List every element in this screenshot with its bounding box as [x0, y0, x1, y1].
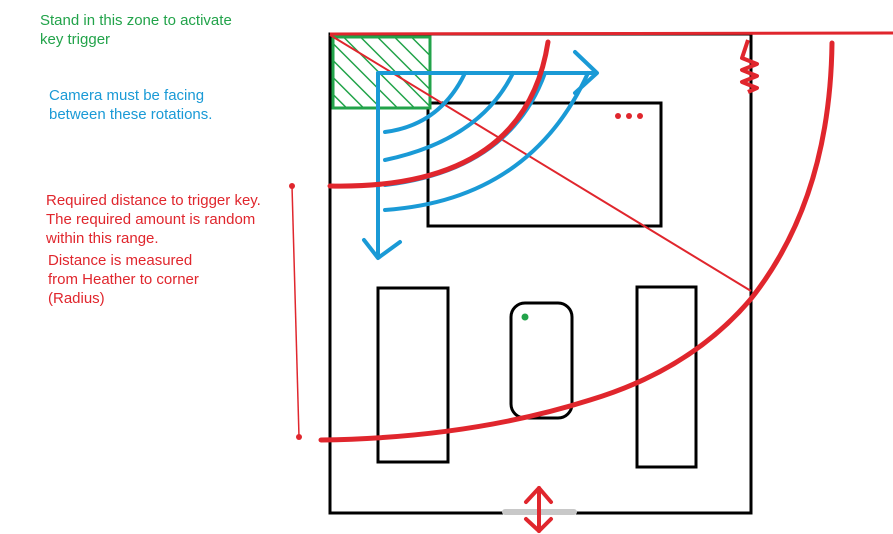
camera-rotation-arcs — [362, 50, 599, 260]
center-object — [509, 301, 574, 420]
item-dots — [615, 113, 643, 119]
camera-annotation: Camera must be facing between these rota… — [49, 87, 213, 123]
distance-required-annotation: Required distance to trigger key. The re… — [46, 192, 261, 247]
distance-measured-annotation: Distance is measured from Heather to cor… — [48, 252, 199, 307]
table-top — [426, 101, 663, 228]
door-arrow-icon — [524, 486, 553, 533]
radius-line — [329, 34, 752, 292]
spring-icon — [740, 39, 759, 94]
shelf-right — [635, 285, 698, 469]
heather-dot — [521, 313, 529, 321]
distance-arcs — [318, 39, 835, 443]
shelf-left — [376, 286, 450, 464]
wall-extension — [329, 31, 893, 36]
range-bracket — [289, 183, 302, 440]
zone-annotation: Stand in this zone to activate key trigg… — [40, 12, 232, 48]
